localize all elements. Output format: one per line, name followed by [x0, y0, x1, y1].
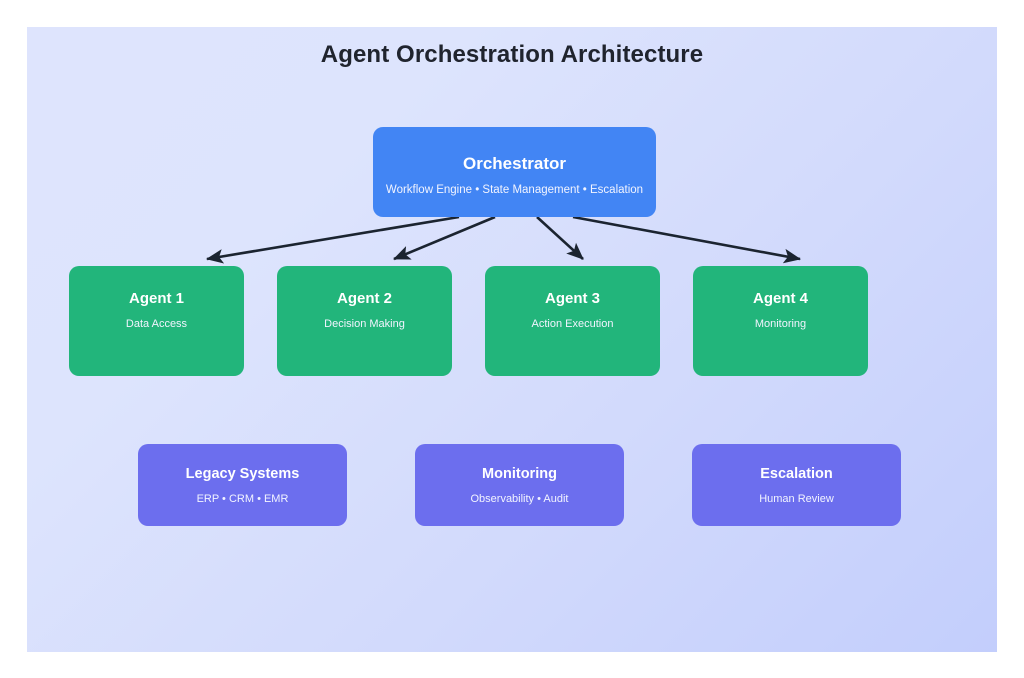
node-agent-3[interactable]: Agent 3 Action Execution — [485, 266, 660, 376]
node-agent-3-subtitle: Action Execution — [531, 317, 614, 330]
node-escalation-subtitle: Human Review — [759, 492, 834, 505]
connector-orchestrator-agent-4 — [572, 215, 802, 264]
node-agent-1-title: Agent 1 — [128, 290, 184, 307]
node-monitoring-title: Monitoring — [482, 466, 557, 482]
node-legacy-systems[interactable]: Legacy Systems ERP • CRM • EMR — [138, 444, 347, 526]
node-agent-3-title: Agent 3 — [544, 290, 600, 307]
node-orchestrator[interactable]: Orchestrator Workflow Engine • State Man… — [373, 127, 656, 217]
node-monitoring[interactable]: Monitoring Observability • Audit — [415, 444, 624, 526]
node-legacy-systems-subtitle: ERP • CRM • EMR — [196, 492, 289, 505]
page-title: Agent Orchestration Architecture — [320, 41, 704, 68]
node-agent-1-subtitle: Data Access — [125, 317, 188, 330]
node-agent-4[interactable]: Agent 4 Monitoring — [693, 266, 868, 376]
diagram-panel: Agent Orchestration Architecture Orchest… — [27, 27, 997, 652]
node-agent-4-title: Agent 4 — [752, 290, 808, 307]
node-monitoring-subtitle: Observability • Audit — [470, 492, 569, 505]
node-agent-1[interactable]: Agent 1 Data Access — [69, 266, 244, 376]
node-agent-2-title: Agent 2 — [336, 290, 392, 307]
node-agent-2-subtitle: Decision Making — [324, 317, 405, 330]
node-orchestrator-title: Orchestrator — [463, 154, 566, 173]
node-escalation[interactable]: Escalation Human Review — [692, 444, 901, 526]
connector-orchestrator-agent-1 — [205, 215, 460, 264]
connector-orchestrator-agent-3 — [536, 216, 584, 260]
connector-orchestrator-agent-2 — [393, 215, 496, 261]
node-escalation-title: Escalation — [760, 466, 833, 482]
node-agent-2[interactable]: Agent 2 Decision Making — [277, 266, 452, 376]
node-agent-4-subtitle: Monitoring — [754, 317, 807, 330]
node-legacy-systems-title: Legacy Systems — [185, 466, 300, 482]
node-orchestrator-subtitle: Workflow Engine • State Management • Esc… — [385, 183, 644, 196]
